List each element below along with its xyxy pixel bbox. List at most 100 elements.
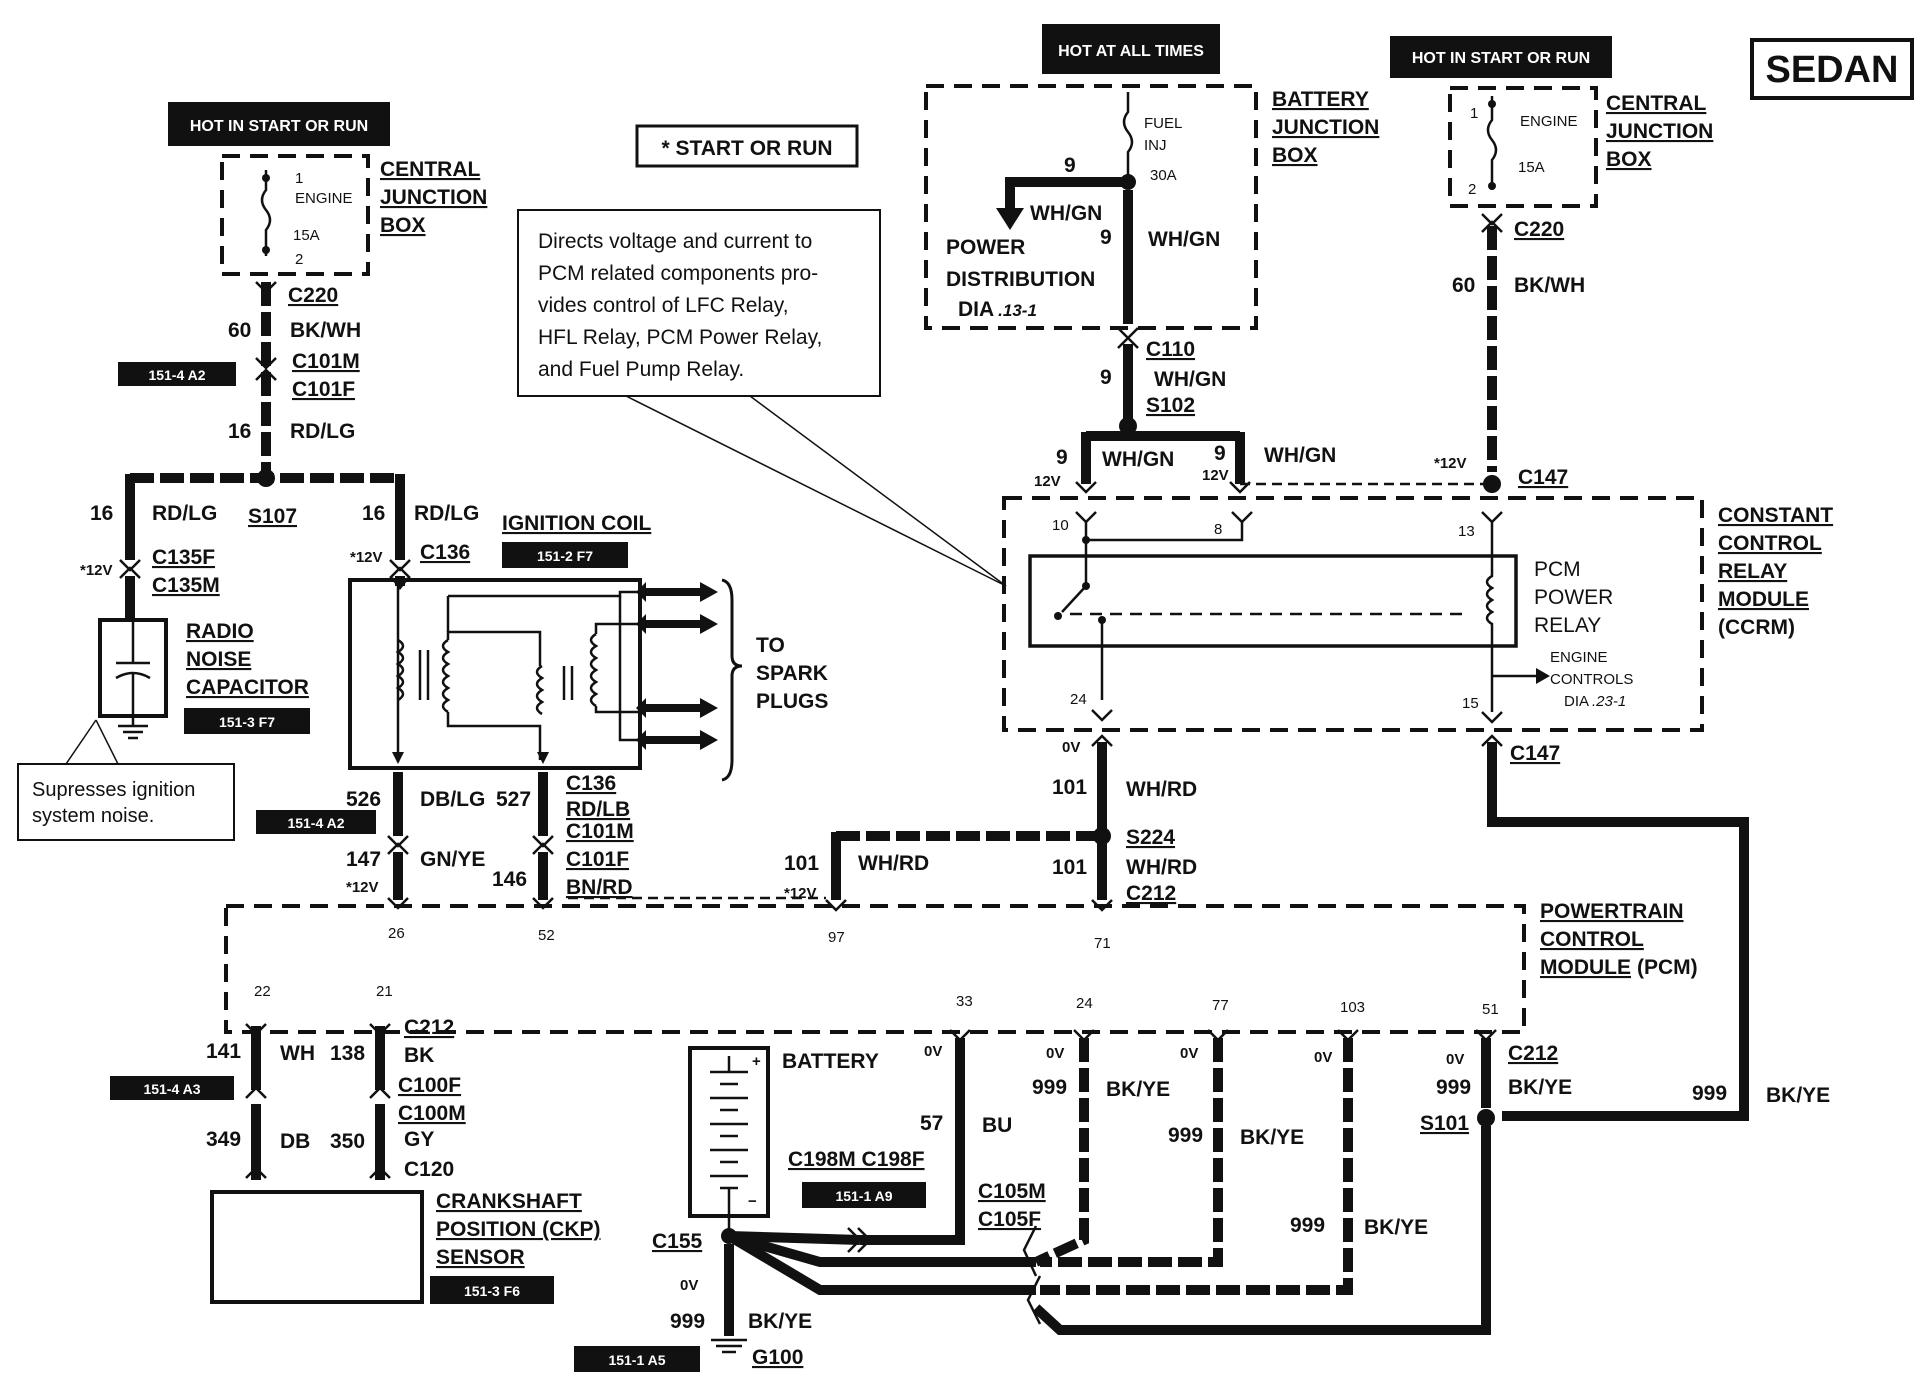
svg-text:1: 1 <box>295 170 303 187</box>
svg-text:POWERTRAIN: POWERTRAIN <box>1540 900 1684 923</box>
svg-text:24: 24 <box>1076 995 1093 1012</box>
svg-text:S224: S224 <box>1126 826 1175 849</box>
svg-text:103: 103 <box>1340 999 1365 1016</box>
svg-text:52: 52 <box>538 927 555 944</box>
svg-text:33: 33 <box>956 993 973 1010</box>
svg-text:RELAY: RELAY <box>1718 560 1787 583</box>
svg-text:BOX: BOX <box>380 214 426 237</box>
ref-151-3-f7: 151-3 F7 <box>184 708 310 734</box>
svg-text:0V: 0V <box>1446 1051 1464 1068</box>
svg-text:0V: 0V <box>924 1043 942 1060</box>
svg-text:*12V: *12V <box>350 549 383 566</box>
hot-all-times-label: HOT AT ALL TIMES <box>1058 43 1204 60</box>
svg-text:C147: C147 <box>1510 742 1560 765</box>
svg-text:12V: 12V <box>1202 467 1229 484</box>
svg-text:999: 999 <box>1168 1124 1203 1147</box>
sedan-badge: SEDAN <box>1750 38 1914 100</box>
svg-text:SPARK: SPARK <box>756 662 828 685</box>
svg-text:DB: DB <box>280 1130 310 1153</box>
svg-text:*12V: *12V <box>346 879 379 896</box>
svg-text:138: 138 <box>330 1042 365 1065</box>
svg-text:60: 60 <box>1452 274 1475 297</box>
svg-text:BATTERY: BATTERY <box>782 1050 879 1073</box>
svg-text:2: 2 <box>295 251 303 268</box>
ref-151-4-a2-mid: 151-4 A2 <box>256 810 376 834</box>
svg-text:0V: 0V <box>1046 1045 1064 1062</box>
svg-text:9: 9 <box>1214 442 1226 465</box>
svg-text:16: 16 <box>90 502 113 525</box>
svg-text:51: 51 <box>1482 1001 1499 1018</box>
ref-151-4-a3: 151-4 A3 <box>110 1076 234 1100</box>
svg-text:101: 101 <box>1052 776 1087 799</box>
svg-text:147: 147 <box>346 848 381 871</box>
pcm-power-note-text: Directs voltage and current to PCM relat… <box>538 230 828 381</box>
svg-text:BN/RD: BN/RD <box>566 876 633 899</box>
svg-text:350: 350 <box>330 1130 365 1153</box>
svg-text:BK/YE: BK/YE <box>748 1310 812 1333</box>
svg-text:RD/LG: RD/LG <box>152 502 217 525</box>
svg-text:CENTRAL: CENTRAL <box>1606 92 1706 115</box>
svg-text:526: 526 <box>346 788 381 811</box>
svg-text:15A: 15A <box>293 227 320 244</box>
svg-text:C101M: C101M <box>292 350 360 373</box>
ignition-coil: IGNITION COIL 151-2 F7 <box>348 512 828 782</box>
central-junction-box-left: 1 ENGINE 15A 2 CENTRAL JUNCTION BOX <box>220 154 487 276</box>
svg-text:CONTROL: CONTROL <box>1540 928 1644 951</box>
svg-text:DB/LG: DB/LG <box>420 788 485 811</box>
svg-text:BK/YE: BK/YE <box>1508 1076 1572 1099</box>
spark-plug-arrows <box>636 582 718 750</box>
svg-text:BK/YE: BK/YE <box>1766 1084 1830 1107</box>
svg-text:C110: C110 <box>1146 338 1195 361</box>
svg-text:CONTROL: CONTROL <box>1718 532 1822 555</box>
svg-text:349: 349 <box>206 1128 241 1151</box>
svg-text:26: 26 <box>388 925 405 942</box>
svg-text:141: 141 <box>206 1040 241 1063</box>
ref-151-4-a2-top: 151-4 A2 <box>118 362 236 386</box>
ref-151-3-f6: 151-3 F6 <box>430 1276 554 1304</box>
ref-151-2-f7: 151-2 F7 <box>502 542 628 568</box>
svg-text:527: 527 <box>496 788 531 811</box>
svg-text:GN/YE: GN/YE <box>420 848 485 871</box>
hot-start-run-right-label: HOT IN START OR RUN <box>1412 50 1590 67</box>
svg-text:151-4 A2: 151-4 A2 <box>148 367 205 383</box>
svg-text:24: 24 <box>1070 691 1087 708</box>
svg-text:CAPACITOR: CAPACITOR <box>186 676 309 699</box>
svg-text:−: − <box>748 1193 757 1210</box>
pcm-power-output-wires: 0V 101 WH/RD S224 101 WH/RD 101 WH/RD C2… <box>568 734 1749 1121</box>
svg-text:21: 21 <box>376 983 393 1000</box>
svg-text:101: 101 <box>784 852 819 875</box>
svg-text:*12V: *12V <box>784 885 817 902</box>
svg-text:12V: 12V <box>1034 473 1061 490</box>
svg-text:C212: C212 <box>1126 882 1176 905</box>
svg-text:22: 22 <box>254 983 271 1000</box>
svg-text:INJ: INJ <box>1144 137 1167 154</box>
svg-text:15A: 15A <box>1518 159 1545 176</box>
sedan-label: SEDAN <box>1765 49 1898 91</box>
svg-text:ENGINE: ENGINE <box>1520 113 1578 130</box>
svg-text:JUNCTION: JUNCTION <box>380 186 487 209</box>
crankshaft-position-sensor: 141 WH 138 C212 BK C100F C100M GY C120 3… <box>110 1016 601 1304</box>
svg-text:JUNCTION: JUNCTION <box>1606 120 1713 143</box>
svg-text:BK/YE: BK/YE <box>1240 1126 1304 1149</box>
svg-text:TO: TO <box>756 634 785 657</box>
svg-text:151-3 F6: 151-3 F6 <box>464 1283 520 1299</box>
battery-junction-box: FUEL INJ 30A BATTERY JUNCTION BOX 9 WH/G… <box>924 84 1379 330</box>
svg-text:9: 9 <box>1056 446 1068 469</box>
svg-text:WH/RD: WH/RD <box>1126 856 1197 879</box>
svg-text:C105F: C105F <box>978 1208 1041 1231</box>
svg-text:8: 8 <box>1214 521 1222 538</box>
svg-text:0V: 0V <box>1062 739 1080 756</box>
svg-text:0V: 0V <box>1314 1049 1332 1066</box>
noise-note-text: Supresses ignition system noise. <box>32 779 201 827</box>
svg-text:POSITION (CKP): POSITION (CKP) <box>436 1218 601 1241</box>
svg-text:SENSOR: SENSOR <box>436 1246 525 1269</box>
svg-text:C212: C212 <box>404 1016 454 1039</box>
svg-text:JUNCTION: JUNCTION <box>1272 116 1379 139</box>
noise-note: Supresses ignition system noise. <box>17 719 235 841</box>
svg-text:15: 15 <box>1462 695 1479 712</box>
svg-text:IGNITION COIL: IGNITION COIL <box>502 512 652 535</box>
svg-text:DIA.13-1: DIA.13-1 <box>958 298 1037 321</box>
svg-text:1: 1 <box>1470 105 1478 122</box>
svg-text:71: 71 <box>1094 935 1111 952</box>
svg-text:BK/YE: BK/YE <box>1106 1078 1170 1101</box>
